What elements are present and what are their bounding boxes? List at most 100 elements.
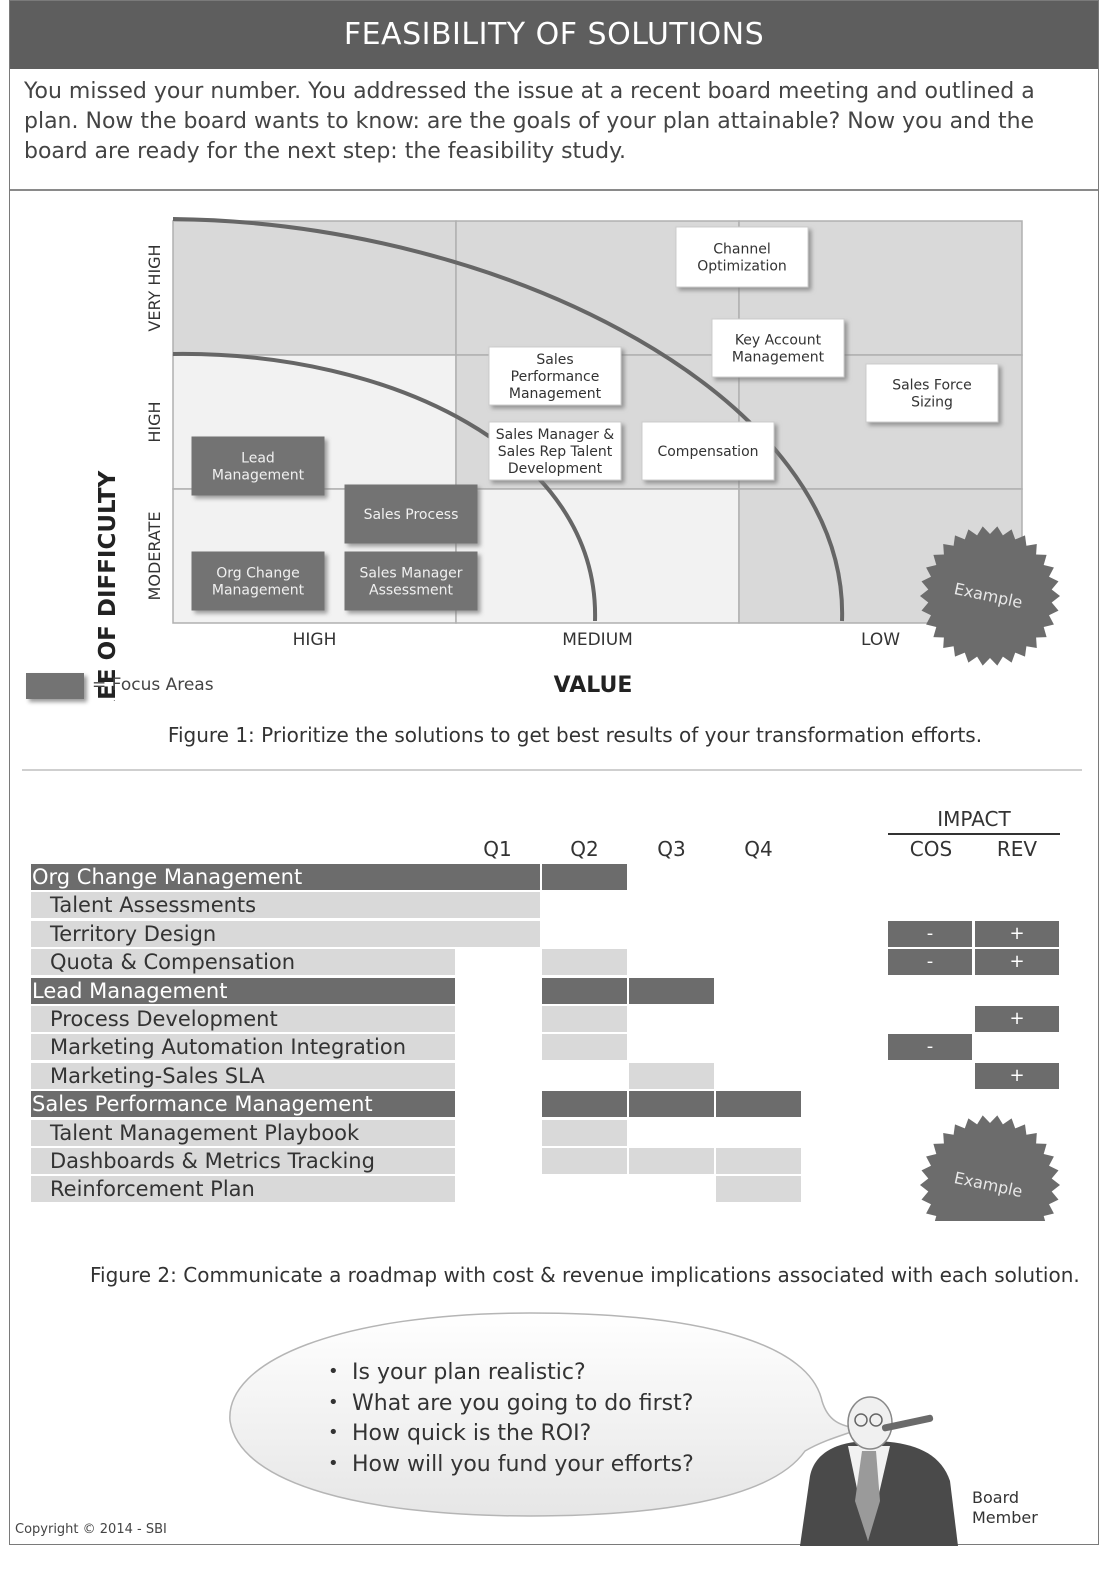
roadmap-quarter-cell [542,1091,627,1118]
roadmap-subtask-row: Marketing Automation Integration [31,1034,455,1061]
question-list: Is your plan realistic? What are you goi… [328,1357,694,1479]
solution-label: Channel [713,242,770,258]
solution-label: Lead [241,451,275,467]
solution-label: Assessment [369,583,453,599]
solution-label: Compensation [657,444,758,460]
figure1-caption: Figure 1: Prioritize the solutions to ge… [167,723,983,747]
legend-focus-swatch [26,673,84,699]
x-tick-label: HIGH [293,630,337,650]
x-tick-label: LOW [861,630,900,650]
roadmap-quarter-cell [542,949,627,976]
solution-label: Sales [536,352,573,368]
roadmap-quarter-cell [542,1148,627,1174]
solution-label: Sizing [911,395,953,411]
impact-cos-cell: - [888,949,972,976]
roadmap-quarter-cell [716,1091,801,1118]
roadmap-quarter-cell [455,920,540,947]
impact-rev-cell: + [975,1062,1059,1089]
board-label-line: Board [972,1488,1020,1507]
impact-underline [888,833,1060,835]
question-item: What are you going to do first? [328,1388,694,1419]
question-item: How will you fund your efforts? [328,1449,694,1480]
solution-box: Sales Manager &Sales Rep TalentDevelopme… [488,421,622,481]
roadmap-subtask-row: Talent Management Playbook [31,1119,455,1146]
roadmap-quarter-cell [542,977,627,1004]
roadmap-quarter-cell [716,1148,801,1174]
x-tick-label: MEDIUM [562,630,633,650]
roadmap-solution-row: Lead Management [31,977,455,1004]
intro-paragraph: You missed your number. You addressed th… [24,79,1035,164]
roadmap-quarter-cell [629,1062,714,1089]
question-item: How quick is the ROI? [328,1418,694,1449]
solution-label: Management [509,386,602,402]
x-axis-title: VALUE [554,673,633,698]
roadmap-subtask-row: Process Development [31,1006,455,1032]
solution-label: Key Account [735,333,822,349]
outer-feasibility-curve [172,217,845,622]
roadmap-subtask-row: Reinforcement Plan [31,1176,455,1203]
intro-divider [10,189,1098,191]
board-member-label: Board Member [972,1488,1038,1528]
board-member-figure [800,1396,958,1546]
roadmap-table: IMPACT COS REV Q1 Q2 Q3 Q4 Org Change Ma… [10,801,1100,1221]
impact-column-cos: COS [909,837,953,861]
roadmap-quarter-cell [542,1006,627,1032]
roadmap-subtask-row: Quota & Compensation [31,949,455,976]
page-title: FEASIBILITY OF SOLUTIONS [10,1,1098,69]
quarter-header-q4: Q4 [744,837,773,861]
solution-box: Compensation [641,421,775,481]
roadmap-quarter-cell [629,1148,714,1174]
impact-rev-cell: + [975,949,1059,976]
y-axis-title: DEGREE OF DIFFICULTY [95,470,121,701]
feasibility-matrix-chart: HIGH MEDIUM LOW MODERATE HIGH VERY HIGH Chann… [95,217,1060,701]
roadmap-subtask-row: Dashboards & Metrics Tracking [31,1148,455,1174]
y-tick-label: VERY HIGH [145,244,164,331]
roadmap-quarter-cell [629,977,714,1004]
question-item: Is your plan realistic? [328,1357,694,1388]
solution-label: Development [508,461,603,477]
matrix-axes: DEGREE OF DIFFICULTY VALUE [95,470,632,701]
impact-cos-cell: - [888,1034,972,1061]
roadmap-solution-row: Org Change Management [31,864,455,890]
board-label-line: Member [972,1508,1038,1527]
quarter-header-q2: Q2 [570,837,599,861]
solution-label: Sales Force [892,378,972,394]
y-tick-label: MODERATE [145,512,164,601]
matrix-cell [172,220,457,356]
example-stamp: Example [920,526,1060,666]
legend-focus-label: = Focus Areas [92,675,214,695]
section-divider [22,769,1082,771]
solution-label: Management [212,583,305,599]
matrix-cell [455,488,740,624]
solution-label: Management [732,350,825,366]
roadmap-quarter-cell [542,864,627,890]
feasibility-curves [172,217,845,622]
solution-box: Sales Process [344,484,478,544]
roadmap-quarter-cell [542,1119,627,1146]
roadmap-quarter-cell [716,1176,801,1203]
solution-label: Sales Manager [359,566,462,582]
y-tick-label: HIGH [145,401,164,442]
roadmap-solution-row: Sales Performance Management [31,1091,455,1118]
inner-feasibility-curve [172,351,598,622]
solution-label: Sales Rep Talent [498,444,613,460]
solution-label: Management [212,468,305,484]
roadmap-subtask-row: Marketing-Sales SLA [31,1062,455,1089]
copyright-notice: Copyright © 2014 - SBI [15,1522,167,1537]
impact-title: IMPACT [937,807,1011,831]
example-stamp-2: Example [920,1115,1060,1221]
solution-label: Org Change [216,566,299,582]
impact-cos-cell: - [888,920,972,947]
roadmap-subtask-row: Talent Assessments [31,892,455,919]
impact-column-rev: REV [996,837,1038,861]
roadmap-quarter-cell [629,1091,714,1118]
figure2-caption: Figure 2: Communicate a roadmap with cos… [90,1263,1080,1287]
impact-rev-cell: + [975,1006,1059,1032]
